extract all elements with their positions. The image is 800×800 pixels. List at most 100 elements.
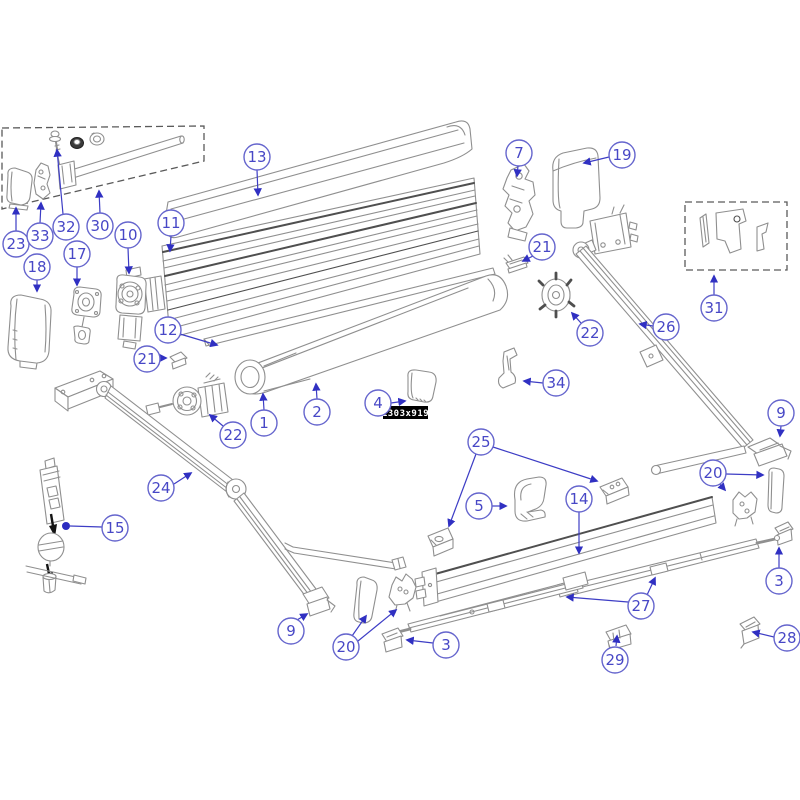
shoulder-gearbox <box>589 204 639 255</box>
leader-12 <box>179 333 219 348</box>
roller-kit-dashed-box <box>1 125 205 211</box>
assembly-arrow-icon <box>45 563 51 575</box>
svg-text:21: 21 <box>137 350 156 368</box>
leader-25-a <box>447 453 477 528</box>
callout-20-right: 20 <box>699 459 727 487</box>
svg-text:1: 1 <box>259 414 269 432</box>
svg-text:28: 28 <box>777 629 796 647</box>
leader-21-right <box>521 254 534 262</box>
spare-kit-dashed-box <box>684 201 788 271</box>
svg-text:12: 12 <box>158 321 177 339</box>
leader-3-bottom <box>405 636 434 645</box>
callout-12: 12 <box>154 316 182 344</box>
callout-3-bottom: 3 <box>432 631 460 659</box>
callout-26: 26 <box>652 313 680 341</box>
end-cover-right <box>767 467 785 514</box>
leader-26 <box>638 320 654 330</box>
leader-25-b <box>492 446 599 483</box>
callout-33: 33 <box>26 222 54 250</box>
callout-2: 2 <box>303 398 331 426</box>
callout-27: 27 <box>627 592 655 620</box>
arm-end-bracket-left <box>302 586 336 617</box>
leader-24 <box>173 472 193 485</box>
callout-14: 14 <box>565 485 593 513</box>
callout-28: 28 <box>773 624 800 652</box>
svg-text:24: 24 <box>151 479 170 497</box>
leader-28 <box>751 629 775 638</box>
callout-3-right: 3 <box>765 567 793 595</box>
svg-text:26: 26 <box>656 318 675 336</box>
end-cap-part <box>6 167 33 211</box>
svg-text:29: 29 <box>605 651 624 669</box>
clip-3-bottom <box>381 627 404 653</box>
crank-handle-set <box>25 457 87 594</box>
assembly-arrow-icon <box>49 513 55 527</box>
svg-text:27: 27 <box>631 597 650 615</box>
svg-text:33: 33 <box>30 227 49 245</box>
wall-bracket-4 <box>407 369 437 403</box>
leader-29 <box>612 634 621 647</box>
callout-32: 32 <box>52 213 80 241</box>
slide-rail-left <box>388 571 589 638</box>
spring-arm-right <box>572 239 754 476</box>
roller-tube <box>234 352 311 395</box>
callout-30: 30 <box>86 212 114 240</box>
callout-22-right: 22 <box>576 319 604 347</box>
svg-text:34: 34 <box>546 374 565 392</box>
callout-4: 4 <box>364 389 392 417</box>
mount-bracket-7 <box>502 163 536 242</box>
clip-3-right <box>774 521 794 546</box>
svg-text:3: 3 <box>774 572 784 590</box>
leader-27-b <box>565 593 629 603</box>
callout-25: 25 <box>467 428 495 456</box>
svg-text:17: 17 <box>67 245 86 263</box>
drum-17 <box>71 286 102 345</box>
callout-20-bottom: 20 <box>332 633 360 661</box>
svg-text:31: 31 <box>704 299 723 317</box>
arm-end-bracket-right <box>747 437 792 467</box>
leader-33 <box>36 201 45 224</box>
gear-bracket-part <box>33 162 51 200</box>
fixing-bracket-5 <box>513 476 547 522</box>
callout-22-left: 22 <box>219 421 247 449</box>
leader-7 <box>513 165 522 178</box>
leader-20-bottom-a <box>351 614 367 637</box>
ring-spacer-dark <box>70 137 84 149</box>
svg-text:15: 15 <box>105 519 124 537</box>
support-bracket-34 <box>497 347 518 389</box>
svg-text:3: 3 <box>441 636 451 654</box>
bracket-25-left <box>427 527 454 557</box>
leader-arrows <box>11 148 785 647</box>
callout-29: 29 <box>601 646 629 674</box>
callout-9-right: 9 <box>767 399 795 427</box>
gear-motor-left <box>145 372 229 418</box>
callout-21-left: 21 <box>133 345 161 373</box>
callout-10: 10 <box>114 221 142 249</box>
callout-34: 34 <box>542 369 570 397</box>
callout-13: 13 <box>243 143 271 171</box>
spring-arm-left <box>54 370 317 598</box>
svg-text:13: 13 <box>247 148 266 166</box>
latch-29 <box>605 624 632 651</box>
leader-4 <box>390 397 407 407</box>
size-label-bg <box>383 406 428 419</box>
clip-right <box>503 254 529 274</box>
svg-text:4: 4 <box>373 394 383 412</box>
callout-9-bottom: 9 <box>277 617 305 645</box>
svg-text:22: 22 <box>580 324 599 342</box>
svg-text:22: 22 <box>223 426 242 444</box>
foot-bracket-20 <box>388 573 417 614</box>
leader-9-right <box>776 425 785 438</box>
svg-text:20: 20 <box>336 638 355 656</box>
svg-text:14: 14 <box>569 490 588 508</box>
callout-11: 11 <box>157 209 185 237</box>
front-lead-rail <box>414 496 717 607</box>
svg-text:20: 20 <box>703 464 722 482</box>
support-rod <box>284 542 407 571</box>
svg-text:7: 7 <box>514 144 524 162</box>
svg-text:21: 21 <box>532 238 551 256</box>
callout-1: 1 <box>250 409 278 437</box>
svg-text:32: 32 <box>56 218 75 236</box>
back-profile-extrusion <box>161 177 481 339</box>
